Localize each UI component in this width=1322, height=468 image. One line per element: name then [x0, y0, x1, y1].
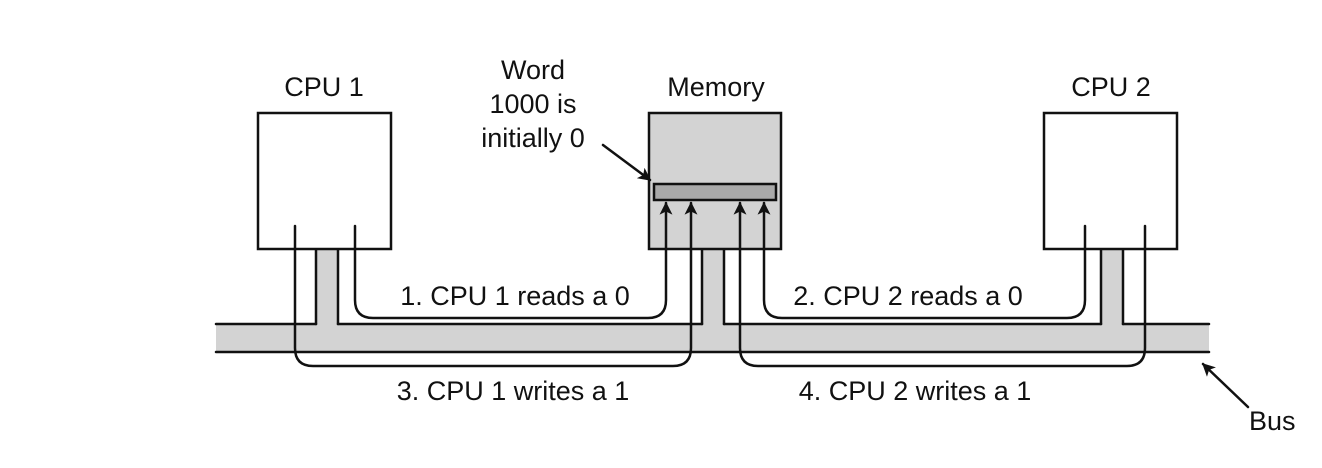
cpu1-box [256, 111, 393, 251]
step-4-label: 4. CPU 2 writes a 1 [799, 376, 1032, 406]
step-3-label: 3. CPU 1 writes a 1 [397, 376, 630, 406]
bus-label: Bus [1249, 406, 1296, 436]
path-cpu1-write [293, 201, 698, 368]
memory-word-1000 [652, 182, 778, 202]
annotation-line-1: Word [501, 55, 565, 85]
path-cpu1-read [353, 201, 673, 320]
bus-label-arrow [1201, 362, 1250, 409]
annotation-line-2: 1000 is [489, 89, 576, 119]
memory-label: Memory [667, 72, 765, 102]
bus-region [214, 247, 1211, 354]
cpu1-stem-edges [314, 247, 340, 326]
cpu2-box [1042, 111, 1179, 251]
step-2-label: 2. CPU 2 reads a 0 [793, 281, 1023, 311]
memory-box [647, 111, 783, 251]
path-cpu2-write [733, 201, 1147, 368]
step-1-label: 1. CPU 1 reads a 0 [400, 281, 630, 311]
bus-band [216, 324, 1209, 352]
cpu2-stem-fill [1101, 249, 1123, 326]
word-annotation-arrow [601, 143, 652, 182]
memory-stem-edges [700, 247, 726, 326]
memory-stem-fill [702, 249, 724, 326]
path-cpu2-read [757, 201, 1087, 320]
annotation-line-3: initially 0 [481, 123, 585, 153]
cpu1-label: CPU 1 [284, 72, 364, 102]
cpu2-stem-edges [1099, 247, 1125, 326]
cpu2-label: CPU 2 [1071, 72, 1151, 102]
cpu1-stem-fill [316, 249, 338, 326]
